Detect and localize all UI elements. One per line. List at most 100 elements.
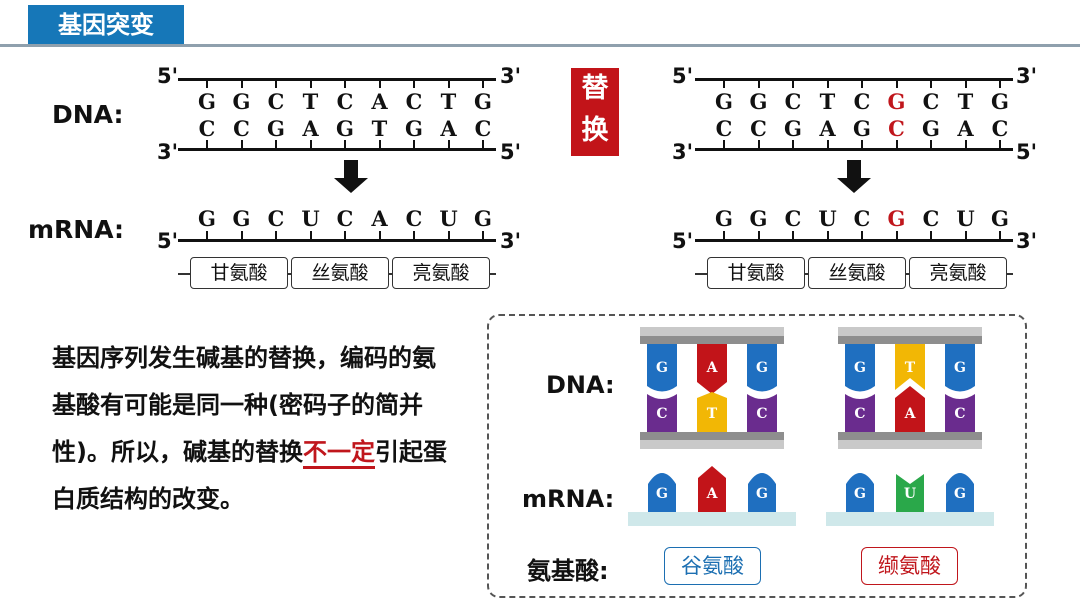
strand-tick [999, 140, 1001, 149]
base-letter: C [853, 206, 871, 231]
transcription-arrow [334, 160, 368, 193]
base-letter: G [267, 116, 285, 141]
strand-tick [757, 79, 760, 88]
strand-tick [999, 79, 1001, 88]
base-letter: T [440, 89, 457, 114]
base-letter: G [991, 89, 1009, 114]
base-letter: G [887, 89, 906, 114]
mrna-backbone [826, 512, 994, 526]
dna-top-strand [695, 78, 1013, 81]
strand-tick [378, 140, 381, 149]
base-letter: U [904, 486, 916, 502]
illustration-dna-label: DNA: [546, 371, 615, 399]
base-letter: G [749, 206, 768, 231]
base-letter: T [371, 116, 388, 141]
dna-bottom-strand [695, 148, 1013, 151]
base-letter: G [715, 206, 733, 231]
dna-base-piece [945, 394, 975, 432]
base-letter: G [232, 89, 251, 114]
base-letter: C [198, 116, 216, 141]
base-letter: G [474, 206, 492, 231]
base-letter: G [756, 360, 768, 376]
explanation-part1: 基因序列发生碱基的替换，编码的氨基酸有可能是同一种(密码子的简并性)。所以，碱基… [52, 344, 436, 466]
strand-tick [723, 140, 725, 149]
base-letter: G [198, 206, 216, 231]
base-letter: C [750, 116, 767, 141]
base-letter: G [756, 486, 768, 502]
dna-base-piece [845, 394, 875, 432]
base-letter: C [784, 89, 802, 114]
strand-tick [723, 79, 725, 88]
strand-tick [792, 140, 794, 149]
base-letter: G [954, 486, 966, 502]
transcription-arrow [837, 160, 871, 193]
dna-base-piece [945, 344, 975, 392]
dna-base-piece [895, 386, 925, 432]
strand-tick [413, 140, 415, 149]
strand-tick [309, 231, 312, 240]
strand-tick [482, 79, 484, 88]
strand-tick [826, 140, 829, 149]
base-letter: C [854, 406, 865, 422]
base-letter: G [749, 89, 768, 114]
base-letter: G [198, 89, 216, 114]
base-letter: C [922, 89, 940, 114]
base-letter: U [956, 206, 975, 231]
base-letter: C [888, 116, 905, 141]
base-letter: G [656, 360, 668, 376]
base-letter: G [715, 89, 733, 114]
base-letter: G [887, 206, 906, 231]
badge-char: 替 [581, 73, 609, 104]
base-letter: G [784, 116, 802, 141]
three-prime-label: 3' [500, 64, 522, 88]
three-prime-label: 3' [672, 140, 694, 164]
amino-acid-box-val: 缬氨酸 [861, 547, 958, 585]
dna-backbone [838, 327, 982, 336]
mrna-label: mRNA: [28, 215, 125, 244]
base-letter: T [905, 360, 916, 376]
strand-tick [757, 140, 760, 149]
strand-tick [861, 140, 863, 149]
strand-tick [240, 231, 243, 240]
base-letter: G [405, 116, 423, 141]
strand-tick [447, 79, 450, 88]
dna-base-piece [697, 344, 727, 394]
base-letter: G [854, 360, 866, 376]
strand-tick [964, 231, 967, 240]
dna-base-piece [647, 394, 677, 432]
substitution-badge: 替 换 [571, 68, 619, 156]
dna-base-piece [697, 392, 727, 432]
base-letter: G [336, 116, 354, 141]
base-letter: C [233, 116, 250, 141]
illustration-amino-label: 氨基酸: [527, 557, 609, 585]
base-letter: A [302, 116, 319, 141]
five-prime-label: 5' [672, 229, 694, 253]
dna-base-piece [747, 344, 777, 392]
strand-tick [378, 79, 381, 88]
three-prime-label: 3' [500, 229, 522, 253]
base-letter: G [954, 360, 966, 376]
mrna-backbone [628, 512, 796, 526]
base-letter: T [707, 406, 718, 422]
mutated-amino-acid-box: 丝氨酸 [808, 257, 906, 289]
five-prime-label: 5' [500, 140, 522, 164]
dna-base-piece [647, 344, 677, 392]
strand-tick [413, 79, 415, 88]
mrna-strand [695, 239, 1013, 242]
strand-tick [792, 231, 794, 240]
base-letter: A [819, 116, 836, 141]
mrna-strand [178, 239, 496, 242]
base-letter: G [854, 486, 866, 502]
base-letter: C [474, 116, 492, 141]
strand-tick [344, 140, 346, 149]
strand-tick [344, 79, 346, 88]
dna-backbone [640, 327, 784, 336]
three-prime-label: 3' [1016, 64, 1038, 88]
base-letter: G [232, 206, 251, 231]
base-letter: A [706, 360, 719, 376]
strand-tick [792, 79, 794, 88]
strand-tick [240, 140, 243, 149]
